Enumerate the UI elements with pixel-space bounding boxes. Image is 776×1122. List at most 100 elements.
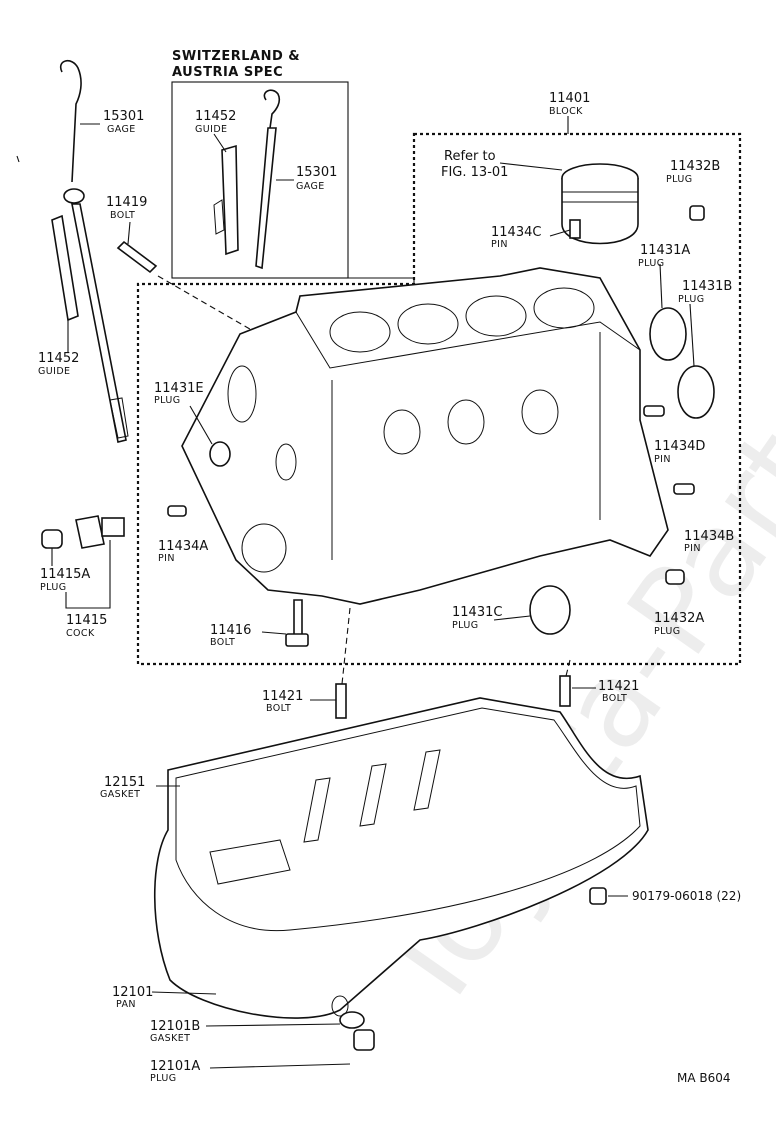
plug-11431e-leader — [189, 405, 213, 445]
plug-11431e-number: 11431E — [154, 381, 204, 396]
bolt-11421-left-number: 11421 — [262, 689, 303, 704]
block-front-hole-2 — [275, 443, 297, 481]
plug-11432b — [689, 205, 705, 221]
engine-block — [181, 267, 669, 605]
pan-12101-name: PAN — [116, 999, 136, 1010]
block-front-hole — [227, 365, 257, 423]
gasket-12101b-leader — [205, 1023, 341, 1027]
plug-11431a-number: 11431A — [640, 243, 690, 258]
piston-group: Refer to FIG. 13-01 11434C PIN — [441, 149, 639, 250]
left-dipstick-group: 15301 GAGE 11452 GUIDE — [38, 60, 144, 443]
inset-group: SWITZERLAND & AUSTRIA SPEC 11452 GUIDE 1… — [171, 49, 349, 279]
gasket-12151-name: GASKET — [100, 789, 140, 800]
main-bearing-1 — [383, 409, 421, 455]
plug-12101a-number: 12101A — [150, 1059, 200, 1074]
plug-11432b-name: PLUG — [666, 174, 692, 185]
bolt-11419-number: 11419 — [106, 195, 147, 210]
tick-mark — [16, 155, 20, 163]
block-deck-edge — [295, 311, 641, 369]
oil-pan-rib-3 — [413, 749, 441, 811]
plug-11431e — [209, 441, 231, 467]
inset-guide-name: GUIDE — [195, 124, 227, 135]
refer-line2: FIG. 13-01 — [441, 165, 508, 180]
plug-11432a-number: 11432A — [654, 611, 704, 626]
plug-11431c-leader — [493, 615, 531, 621]
dipstick-guide-tube — [51, 214, 79, 322]
plug-11415a-name: PLUG — [40, 582, 66, 593]
oil-pan-rib-1 — [303, 777, 331, 843]
oil-pan-gasket-rim — [175, 707, 641, 932]
pin-11434d-number: 11434D — [654, 439, 705, 454]
plug-12101a-leader — [209, 1063, 351, 1069]
bolt-11416 — [293, 599, 303, 637]
pin-11434a-name: PIN — [158, 553, 175, 564]
bolt-11416-number: 11416 — [210, 623, 251, 638]
plug-11415a — [41, 529, 63, 549]
cylinder-bore-3 — [465, 295, 527, 337]
nut-90179 — [589, 887, 607, 905]
oil-pan-body — [153, 697, 649, 1019]
block-name: BLOCK — [549, 106, 583, 117]
bolt-11421-left — [335, 683, 347, 719]
plug-11431b — [677, 365, 715, 419]
plug-11431b-number: 11431B — [682, 279, 732, 294]
oil-pan-drain-boss — [331, 995, 349, 1017]
gage-number: 15301 — [103, 109, 144, 124]
plug-11431b-name: PLUG — [678, 294, 704, 305]
cylinder-bore-1 — [329, 311, 391, 353]
pin-11434a — [167, 505, 187, 517]
pan-12101-leader — [151, 991, 217, 995]
figure-code: MA B604 — [677, 1071, 731, 1085]
pin-11434a-number: 11434A — [158, 539, 208, 554]
dipstick-tip — [109, 397, 129, 439]
plug-11432a — [665, 569, 685, 585]
cock-11415-body — [75, 515, 105, 549]
plug-11431e-name: PLUG — [154, 395, 180, 406]
plug-11431a-leader — [659, 263, 663, 309]
piston-skirt — [561, 178, 639, 245]
inset-box — [171, 81, 349, 279]
refer-line1: Refer to — [444, 149, 496, 164]
plug-12101a-name: PLUG — [150, 1073, 176, 1084]
pin-11434b-number: 11434B — [684, 529, 734, 544]
bolt-11419-name: BOLT — [110, 210, 135, 221]
cock-11415-thread — [101, 517, 125, 537]
dipstick-seal — [63, 188, 85, 204]
bolt-11416-head — [285, 633, 309, 647]
plug-11431c-number: 11431C — [452, 605, 502, 620]
bolt-11419-leader — [127, 221, 131, 245]
gasket-12101b — [339, 1011, 365, 1029]
nut-90179-code: 90179-06018 (22) — [632, 889, 741, 903]
main-bearing-3 — [521, 389, 559, 435]
pin-11434b — [673, 483, 695, 495]
dipstick-ring — [59, 60, 82, 183]
inset-guide-number: 11452 — [195, 109, 236, 124]
plug-11431a — [649, 307, 687, 361]
bolt-11419 — [116, 240, 158, 274]
pin-11434c — [569, 219, 581, 239]
bolt-11416-leader — [261, 631, 287, 635]
cock-11415-name: COCK — [66, 628, 95, 639]
cock-group: 11415A PLUG 11415 COCK — [40, 515, 125, 639]
refer-leader — [499, 162, 563, 171]
inset-gage-number: 15301 — [296, 165, 337, 180]
pan-12101-number: 12101 — [112, 985, 153, 1000]
bolt-11419-group: 11419 BOLT — [106, 195, 263, 337]
pin-11434b-name: PIN — [684, 543, 701, 554]
pin-11434c-leader — [549, 229, 571, 237]
pin-11434c-name: PIN — [491, 239, 508, 250]
dipstick-rod — [71, 203, 127, 443]
guide-number: 11452 — [38, 351, 79, 366]
inset-title-line1: SWITZERLAND & — [172, 49, 300, 64]
inset-gage-name: GAGE — [296, 181, 325, 192]
pin-11434c-number: 11434C — [491, 225, 541, 240]
pin-11434d — [643, 405, 665, 417]
main-bearing-2 — [447, 399, 485, 445]
block-number: 11401 — [549, 91, 590, 106]
plug-11431c-name: PLUG — [452, 620, 478, 631]
inset-guide-clip — [213, 199, 225, 235]
inset-dipstick-ring — [263, 89, 281, 129]
plug-11432b-number: 11432B — [670, 159, 720, 174]
cock-11415-number: 11415 — [66, 613, 107, 628]
